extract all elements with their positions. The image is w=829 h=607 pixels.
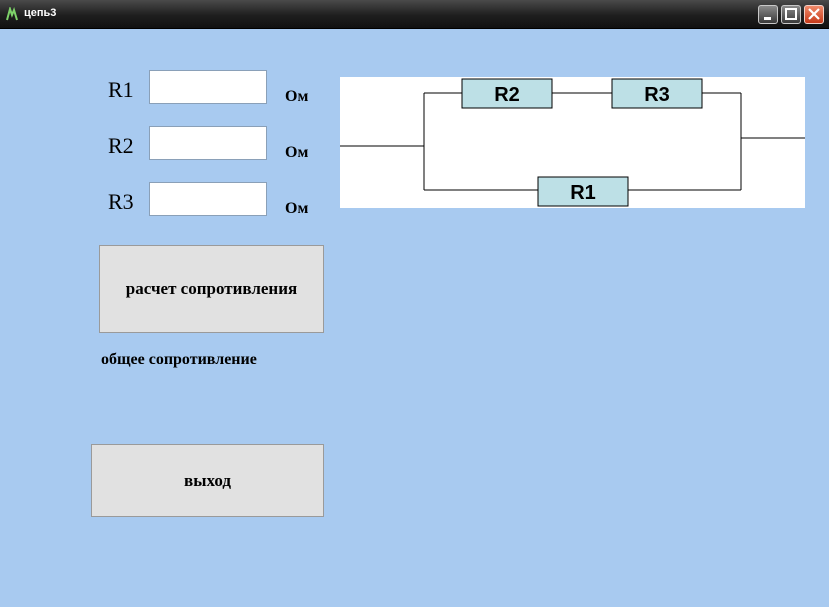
r3-input[interactable] (149, 182, 267, 216)
r2-unit: Ом (285, 144, 309, 161)
r2-input[interactable] (149, 126, 267, 160)
r3-label: R3 (108, 189, 134, 214)
resistor-r2-label: R2 (494, 84, 520, 106)
minimize-icon (764, 17, 771, 20)
r3-unit: Ом (285, 200, 309, 217)
r2-label: R2 (108, 133, 134, 158)
resistor-r1-label: R1 (570, 182, 596, 204)
r1-label: R1 (108, 77, 134, 102)
resistor-r3 (611, 78, 703, 109)
resistor-r1 (537, 176, 629, 207)
close-button[interactable] (804, 5, 824, 24)
resistor-r2 (461, 78, 553, 109)
circuit-schematic: R2 R3 R1 (340, 78, 805, 207)
total-resistance-label: общее сопротивление (101, 351, 257, 368)
r1-unit: Ом (285, 88, 309, 105)
title-bar[interactable]: цепь3 (0, 0, 829, 29)
maximize-icon (785, 8, 797, 20)
minimize-button[interactable] (758, 5, 778, 24)
r1-input[interactable] (149, 70, 267, 104)
maximize-button[interactable] (781, 5, 801, 24)
circuit-diagram: R2 R3 R1 (340, 77, 805, 208)
app-icon (6, 7, 18, 21)
exit-button[interactable]: выход (91, 444, 324, 517)
resistor-r3-label: R3 (644, 84, 670, 106)
close-icon (808, 8, 820, 20)
window-title: цепь3 (24, 7, 57, 19)
calculate-button[interactable]: расчет сопротивления (99, 245, 324, 333)
